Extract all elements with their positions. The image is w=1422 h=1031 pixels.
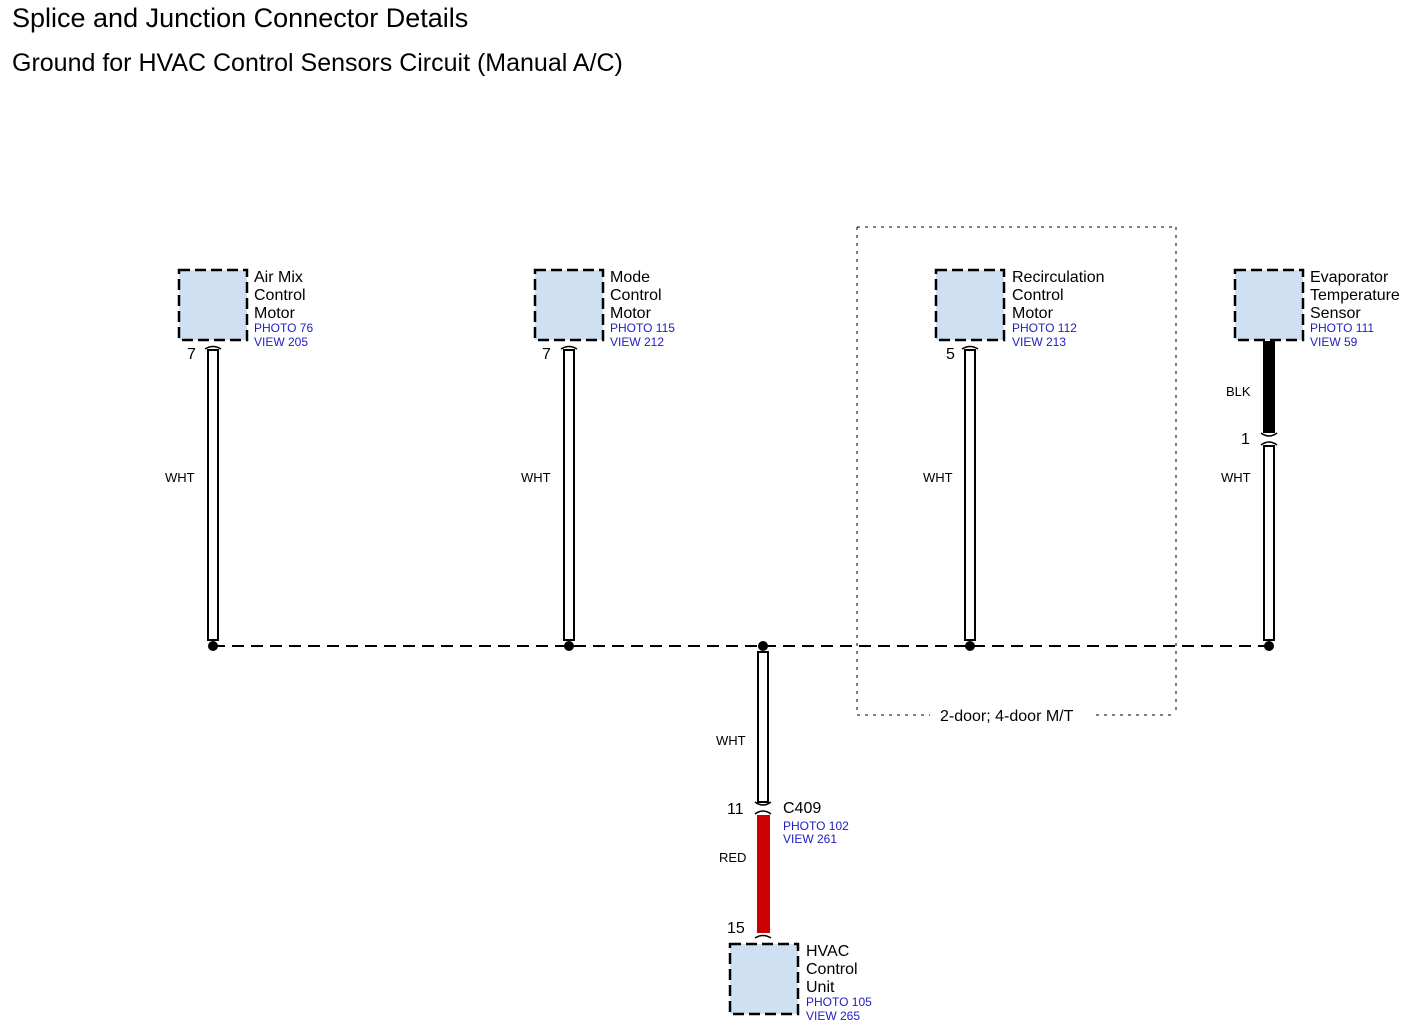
c409-view-link[interactable]: VIEW 261	[783, 832, 837, 846]
svg-text:Mode: Mode	[610, 269, 650, 286]
main-splice-dot	[758, 641, 768, 651]
recirc-name-line1: Recirculation	[1012, 269, 1104, 286]
svg-text:Temperature: Temperature	[1310, 287, 1400, 304]
recirc-wire	[961, 345, 979, 651]
evap-splice-dot	[1264, 641, 1274, 651]
evap-wire-color-top: BLK	[1226, 384, 1251, 399]
mode-view-link[interactable]: VIEW 212	[610, 335, 664, 349]
svg-text:Control: Control	[254, 287, 306, 304]
mode-name-line3: Motor	[610, 305, 652, 322]
c409-connector[interactable]: C409 PHOTO 102 VIEW 261	[783, 800, 849, 846]
air-mix-name-line2: Control	[254, 287, 306, 304]
evap-photo-link[interactable]: PHOTO 111	[1310, 321, 1374, 335]
air-mix-wire-color: WHT	[165, 470, 195, 485]
svg-text:Motor: Motor	[1012, 305, 1054, 322]
air-mix-pin: 7	[187, 346, 196, 363]
svg-text:Air Mix: Air Mix	[254, 269, 303, 286]
c409-wire	[754, 641, 772, 939]
mode-photo-link[interactable]: PHOTO 115	[610, 321, 675, 335]
svg-text:Unit: Unit	[806, 979, 835, 996]
mode-wire-color: WHT	[521, 470, 551, 485]
recirc-splice-dot	[965, 641, 975, 651]
option-note: 2-door; 4-door M/T	[940, 708, 1074, 725]
air-mix-splice-dot	[208, 641, 218, 651]
mode-wire	[560, 345, 578, 651]
evap-view-link[interactable]: VIEW 59	[1310, 335, 1358, 349]
evap-pin: 1	[1241, 431, 1250, 448]
recirc-name-line2: Control	[1012, 287, 1064, 304]
svg-text:Evaporator: Evaporator	[1310, 269, 1389, 286]
evaporator-temperature-sensor[interactable]: Evaporator Temperature Sensor PHOTO 111 …	[1233, 268, 1400, 349]
air-mix-name-line3: Motor	[254, 305, 296, 322]
evap-wire-color-bottom: WHT	[1221, 470, 1251, 485]
hvac-photo-link[interactable]: PHOTO 105	[806, 995, 872, 1009]
mode-splice-dot	[564, 641, 574, 651]
evap-name-line3: Sensor	[1310, 305, 1361, 322]
air-mix-wire	[204, 345, 222, 651]
evap-name-line2: Temperature	[1310, 287, 1400, 304]
hvac-name-line3: Unit	[806, 979, 835, 996]
evap-black-wire	[1263, 341, 1275, 433]
hvac-control-unit[interactable]: HVAC Control Unit PHOTO 105 VIEW 265	[728, 942, 872, 1023]
evap-name-line1: Evaporator	[1310, 269, 1389, 286]
svg-text:HVAC: HVAC	[806, 943, 849, 960]
c409-pin: 11	[727, 801, 744, 818]
recirc-wire-color: WHT	[923, 470, 953, 485]
hvac-connector-box[interactable]	[728, 942, 800, 1016]
hvac-name-line1: HVAC	[806, 943, 849, 960]
c409-name: C409	[783, 800, 821, 817]
air-mix-photo-link[interactable]: PHOTO 76	[254, 321, 313, 335]
evap-wire	[1260, 341, 1278, 651]
svg-text:Motor: Motor	[254, 305, 296, 322]
svg-text:Motor: Motor	[610, 305, 652, 322]
page-title: Splice and Junction Connector Details	[12, 3, 469, 33]
svg-text:Recirculation: Recirculation	[1012, 269, 1104, 286]
hvac-name-line2: Control	[806, 961, 858, 978]
air-mix-name-line1: Air Mix	[254, 269, 303, 286]
evap-connector-box[interactable]	[1233, 268, 1305, 342]
recirc-photo-link[interactable]: PHOTO 112	[1012, 321, 1077, 335]
recirc-name-line3: Motor	[1012, 305, 1054, 322]
recirc-pin: 5	[946, 346, 955, 363]
recirculation-control-motor[interactable]: Recirculation Control Motor PHOTO 112 VI…	[934, 268, 1104, 349]
mode-connector-box[interactable]	[533, 268, 605, 342]
c409-wire-color-bottom: RED	[719, 850, 746, 865]
hvac-view-link[interactable]: VIEW 265	[806, 1009, 860, 1023]
c409-red-wire	[757, 815, 770, 933]
c409-wire-color-top: WHT	[716, 733, 746, 748]
hvac-pin: 15	[727, 920, 745, 937]
mode-name-line2: Control	[610, 287, 662, 304]
svg-text:Control: Control	[806, 961, 858, 978]
mode-control-motor[interactable]: Mode Control Motor PHOTO 115 VIEW 212	[533, 268, 675, 349]
air-mix-view-link[interactable]: VIEW 205	[254, 335, 308, 349]
page-subtitle: Ground for HVAC Control Sensors Circuit …	[12, 49, 623, 77]
air-mix-connector-box[interactable]	[177, 268, 249, 342]
mode-pin: 7	[542, 346, 551, 363]
recirc-connector-box[interactable]	[934, 268, 1006, 342]
c409-photo-link[interactable]: PHOTO 102	[783, 819, 849, 833]
option-region-box: 2-door; 4-door M/T	[856, 226, 1177, 725]
recirc-view-link[interactable]: VIEW 213	[1012, 335, 1066, 349]
svg-text:Control: Control	[1012, 287, 1064, 304]
mode-name-line1: Mode	[610, 269, 650, 286]
svg-text:Control: Control	[610, 287, 662, 304]
air-mix-control-motor[interactable]: Air Mix Control Motor PHOTO 76 VIEW 205	[177, 268, 313, 349]
svg-text:Sensor: Sensor	[1310, 305, 1361, 322]
